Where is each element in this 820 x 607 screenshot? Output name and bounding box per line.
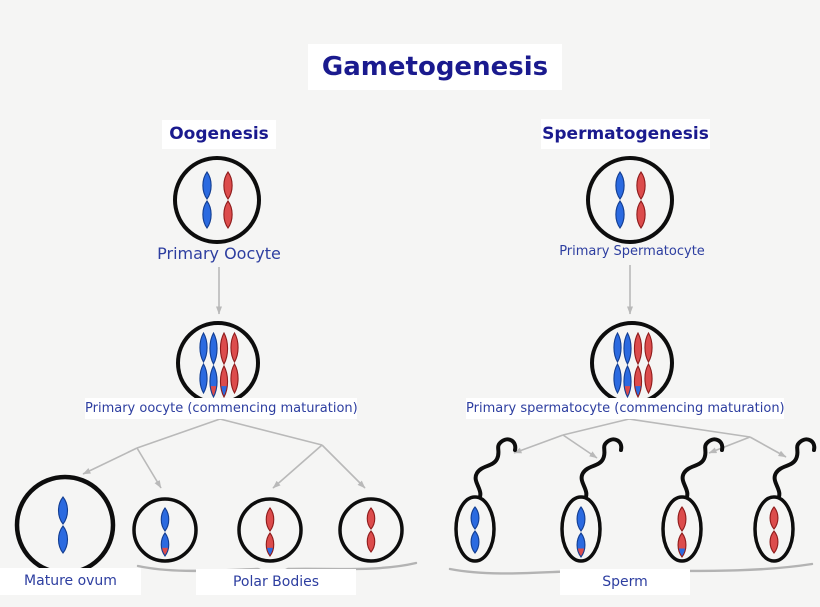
primary-spermatocyte-cell xyxy=(586,156,674,244)
flow-line xyxy=(136,418,221,449)
primary-spermatocyte-label: Primary Spermatocyte xyxy=(559,244,705,259)
chromosome-red xyxy=(223,171,233,229)
oogenesis-heading: Oogenesis xyxy=(162,120,276,149)
spermatocyte-maturation-label: Primary spermatocyte (commencing maturat… xyxy=(466,398,785,419)
chromosome-blue xyxy=(202,171,212,229)
chromosome-red xyxy=(769,506,779,554)
chromosome-red-blue-tip xyxy=(219,331,229,399)
mature-ovum-label: Mature ovum xyxy=(0,568,141,595)
chromosome-blue xyxy=(57,496,69,554)
flow-line xyxy=(628,418,751,438)
primary-oocyte-cell xyxy=(173,156,261,244)
chromosome-red xyxy=(230,331,239,395)
flow-arrow xyxy=(562,434,598,459)
polar-bodies-label: Polar Bodies xyxy=(196,569,356,595)
chromosome-red xyxy=(644,331,653,395)
flow-line xyxy=(219,418,323,446)
flow-arrow xyxy=(749,436,787,458)
sperm-label: Sperm xyxy=(560,569,690,595)
sperm-cell xyxy=(753,437,817,563)
chromosome-blue xyxy=(199,331,208,395)
chromosome-red-blue-tip xyxy=(265,507,275,557)
spermatocyte-maturing-cell xyxy=(590,321,674,405)
sperm-cell xyxy=(661,437,725,563)
flow-line xyxy=(562,418,630,436)
chromosome-red-blue-tip xyxy=(633,331,643,399)
page-title: Gametogenesis xyxy=(308,44,562,90)
chromosome-blue-red-tip xyxy=(576,506,586,558)
polar-body-cell xyxy=(338,497,404,563)
chromosome-red xyxy=(636,171,646,229)
chromosome-red xyxy=(366,507,376,553)
mature-ovum-cell xyxy=(14,474,116,576)
chromosome-blue-red-tip xyxy=(160,507,170,557)
flow-arrow xyxy=(321,444,366,489)
flow-arrow xyxy=(136,447,162,489)
oocyte-maturing-cell xyxy=(176,321,260,405)
chromosome-blue-red-tip xyxy=(209,331,218,399)
primary-oocyte-label: Primary Oocyte xyxy=(157,244,281,263)
sperm-cell xyxy=(454,437,518,563)
chromosome-blue-red-tip xyxy=(623,331,632,399)
chromosome-blue xyxy=(615,171,625,229)
chromosome-blue xyxy=(470,506,480,554)
chromosome-blue xyxy=(613,331,622,395)
oocyte-maturation-label: Primary oocyte (commencing maturation) xyxy=(85,398,358,419)
flow-arrow xyxy=(513,434,564,454)
sperm-cell xyxy=(560,437,624,563)
chromosome-red-blue-tip xyxy=(677,506,687,558)
flow-arrow xyxy=(708,436,751,454)
spermatogenesis-heading: Spermatogenesis xyxy=(541,119,710,149)
flow-arrow xyxy=(82,447,138,475)
flow-arrow xyxy=(272,444,323,489)
